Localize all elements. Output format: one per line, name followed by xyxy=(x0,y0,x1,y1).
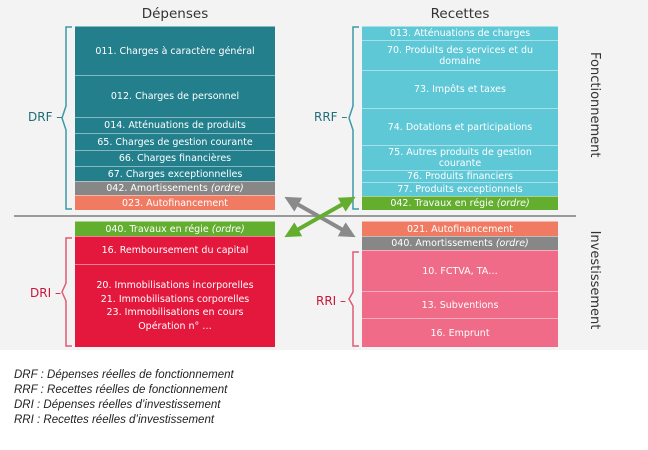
rri-box-021: 021. Autofinancement xyxy=(362,221,558,236)
fonctionnement-label: Fonctionnement xyxy=(587,52,602,158)
depenses-header: Dépenses xyxy=(141,6,209,22)
rri-box-16: 16. Emprunt xyxy=(362,318,558,347)
rrf-box-76: 76. Produits financiers xyxy=(362,170,558,182)
drf-box-042: 042. Amortissements (ordre) xyxy=(75,181,275,195)
legend-line-rrf: RRF : Recettes réelles de fonctionnement xyxy=(14,384,228,396)
rrf-box-77: 77. Produits exceptionnels xyxy=(362,182,558,196)
rrf-box-042: 042. Travaux en régie (ordre) xyxy=(362,196,558,210)
legend-line-rri: RRI : Recettes réelles d’investissement xyxy=(14,414,215,426)
drf-box-65: 65. Charges de gestion courante xyxy=(75,133,275,150)
rrf-box-75: 75. Autres produits de gestion courante xyxy=(362,145,558,170)
dri-box-040: 040. Travaux en régie (ordre) xyxy=(75,221,275,236)
drf-label: DRF – xyxy=(28,110,63,124)
recettes-header: Recettes xyxy=(430,6,490,22)
drf-box-011: 011. Charges à caractère général xyxy=(75,26,275,75)
rri-box-10: 10. FCTVA, TA… xyxy=(362,250,558,291)
legend-line-dri: DRI : Dépenses réelles d’investissement xyxy=(14,399,221,411)
rri-box-040: 040. Amortissements (ordre) xyxy=(362,236,558,250)
drf-box-66: 66. Charges financières xyxy=(75,150,275,166)
drf-box-023: 023. Autofinancement xyxy=(75,195,275,210)
drf-box-012: 012. Charges de personnel xyxy=(75,75,275,117)
rri-brace xyxy=(348,251,359,347)
rri-box-13: 13. Subventions xyxy=(362,291,558,318)
dri-label: DRI – xyxy=(30,286,61,300)
rri-label: RRI – xyxy=(316,294,347,308)
rrf-label: RRF – xyxy=(314,110,348,124)
rrf-box-73: 73. Impôts et taxes xyxy=(362,70,558,108)
dri-box-16: 16. Remboursement du capital xyxy=(75,236,275,264)
dri-brace xyxy=(61,237,72,347)
rrf-box-70: 70. Produits des services et du domaine xyxy=(362,40,558,70)
arrow-green xyxy=(284,196,356,238)
legend-line-drf: DRF : Dépenses réelles de fonctionnement xyxy=(14,369,234,381)
rrf-box-013: 013. Atténuations de charges xyxy=(362,26,558,40)
drf-brace xyxy=(61,26,72,210)
drf-box-014: 014. Atténuations de produits xyxy=(75,117,275,133)
drf-box-67: 67. Charges exceptionnelles xyxy=(75,166,275,181)
rrf-box-74: 74. Dotations et participations xyxy=(362,108,558,145)
investissement-label: Investissement xyxy=(587,230,602,330)
rrf-brace xyxy=(348,26,359,210)
crossing-arrows xyxy=(284,196,356,238)
dri-box-20-23: 20. Immobilisations incorporelles 21. Im… xyxy=(75,264,275,347)
